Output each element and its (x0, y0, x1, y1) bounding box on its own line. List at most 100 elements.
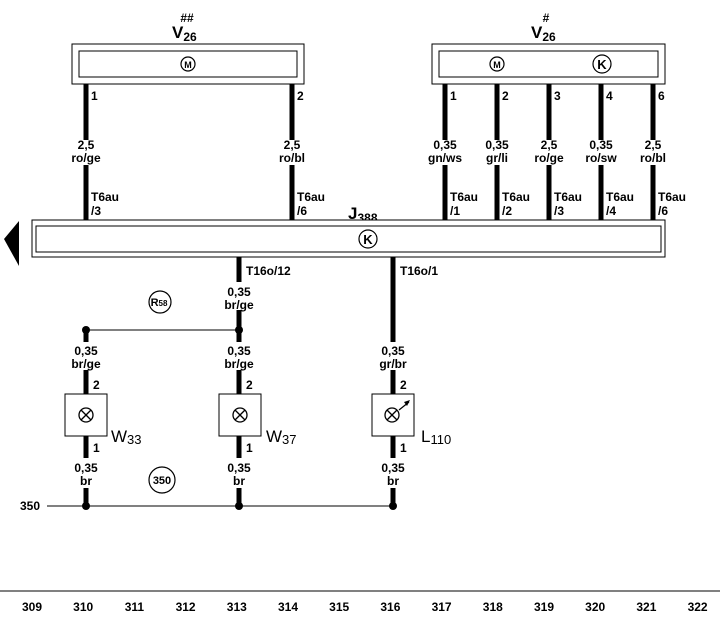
lamp-l110-dimmable-bulb-icon (384, 400, 410, 423)
column-number: 316 (380, 600, 400, 614)
motor-v26-right: # V26 M K (431, 11, 666, 85)
connector-name: T6au (450, 190, 478, 204)
ground-ref-text: 350 (153, 475, 171, 487)
connector-pin: /3 (554, 204, 564, 218)
connector-t16o1-label: T16o/1 (400, 264, 438, 278)
wire-color: br (233, 474, 245, 488)
column-number: 312 (176, 600, 196, 614)
wire-size: 0,35 (74, 344, 98, 358)
connector-r58-icon: R58 (148, 290, 172, 314)
wire-color: br/ge (224, 298, 254, 312)
connector-name: T6au (502, 190, 530, 204)
connector-name: T6au (606, 190, 634, 204)
svg-text:L110: L110 (421, 427, 451, 447)
j388-inner-frame (35, 225, 662, 253)
pin-number: 2 (297, 89, 304, 103)
connector-name: T6au (554, 190, 582, 204)
connector-pin: /6 (297, 204, 307, 218)
motor-right-mark: # (543, 11, 550, 25)
wire-size: 0,35 (381, 344, 405, 358)
column-number: 319 (534, 600, 554, 614)
wire-size: 0,35 (589, 138, 613, 152)
motor-right-sub: 26 (542, 30, 556, 44)
wire-size: 0,35 (227, 344, 251, 358)
wire-t16o12: T16o/12 0,35 br/ge (224, 257, 291, 330)
motor-wires (83, 84, 656, 220)
wire-color: ro/ge (534, 151, 564, 165)
connector-name: T6au (297, 190, 325, 204)
wire-size: 0,35 (74, 461, 98, 475)
motor-v26-left: ## V26 M (71, 11, 305, 85)
motor-left-inner-frame (78, 50, 298, 78)
lamp-w37-bulb-icon (232, 407, 248, 423)
wire-color: ro/bl (640, 151, 666, 165)
motor-right-m-icon: M (489, 56, 505, 72)
wire-color: gr/li (486, 151, 508, 165)
branch-l110: T16o/1 0,35 gr/br 2 L110 1 0,35 br (371, 257, 451, 506)
connector-name: T6au (658, 190, 686, 204)
motor-right-inner-frame (438, 50, 659, 78)
wire-color: br (387, 474, 399, 488)
lamp-w33-name: W (111, 427, 127, 446)
svg-text:K: K (363, 232, 373, 247)
column-number: 313 (227, 600, 247, 614)
pin-number: 2 (246, 378, 253, 392)
pin-number: 1 (450, 89, 457, 103)
svg-text:W33: W33 (111, 427, 142, 447)
column-number: 315 (329, 600, 349, 614)
pin-number: 1 (93, 441, 100, 455)
motor-left-sub: 26 (183, 30, 197, 44)
pin-number: 2 (502, 89, 509, 103)
wire-size: 0,35 (227, 285, 251, 299)
svg-text:W37: W37 (266, 427, 297, 447)
j388-name: J (348, 204, 357, 223)
wire-color: ro/ge (71, 151, 101, 165)
ground-bus-label: 350 (20, 499, 40, 513)
svg-text:R58: R58 (151, 297, 168, 309)
lamp-l110-sub: 110 (430, 432, 451, 447)
branch-w33: 0,35 br/ge 2 W33 1 0,35 br (64, 330, 142, 506)
pin-number: 2 (400, 378, 407, 392)
column-number: 311 (125, 600, 145, 614)
motor-wire-labels: 2,5 ro/ge 2,5 ro/bl 0,35 gn/ws 0,35 gr/l… (71, 138, 666, 165)
pin-number: 6 (658, 89, 665, 103)
connector-pin: /2 (502, 204, 512, 218)
ground-ref-350-icon: 350 (148, 466, 176, 494)
svg-text:K: K (597, 57, 607, 72)
connector-t16o12-label: T16o/12 (246, 264, 291, 278)
column-number: 322 (688, 600, 708, 614)
lamp-w37-name: W (266, 427, 282, 446)
pin-number: 3 (554, 89, 561, 103)
wire-color: ro/bl (279, 151, 305, 165)
j388-k-icon: K (358, 229, 378, 249)
lamp-w33-sub: 33 (127, 432, 141, 447)
control-unit-j388: J388 K (4, 204, 666, 266)
connector-pin: /6 (658, 204, 668, 218)
svg-text:V26: V26 (531, 23, 556, 44)
wire-size: 0,35 (433, 138, 457, 152)
motor-right-k-icon: K (592, 54, 612, 74)
svg-text:M: M (184, 60, 192, 70)
wire-size: 0,35 (485, 138, 509, 152)
wire-size: 2,5 (78, 138, 95, 152)
pin-number: 1 (246, 441, 253, 455)
pin-number: 4 (606, 89, 613, 103)
connector-pin: /1 (450, 204, 460, 218)
junction-dot (389, 502, 397, 510)
lamp-w37-sub: 37 (282, 432, 296, 447)
column-number: 317 (432, 600, 452, 614)
wire-color: br/ge (71, 357, 101, 371)
wire-size: 2,5 (541, 138, 558, 152)
junction-line (82, 326, 243, 334)
junction-dot (235, 502, 243, 510)
connector-name: T6au (91, 190, 119, 204)
motor-left-m-icon: M (180, 56, 196, 72)
wire-size: 0,35 (227, 461, 251, 475)
junction-dot (82, 502, 90, 510)
wire-color: br (80, 474, 92, 488)
wire-size: 0,35 (381, 461, 405, 475)
motor-left-mark: ## (180, 11, 194, 25)
svg-text:M: M (493, 60, 501, 70)
